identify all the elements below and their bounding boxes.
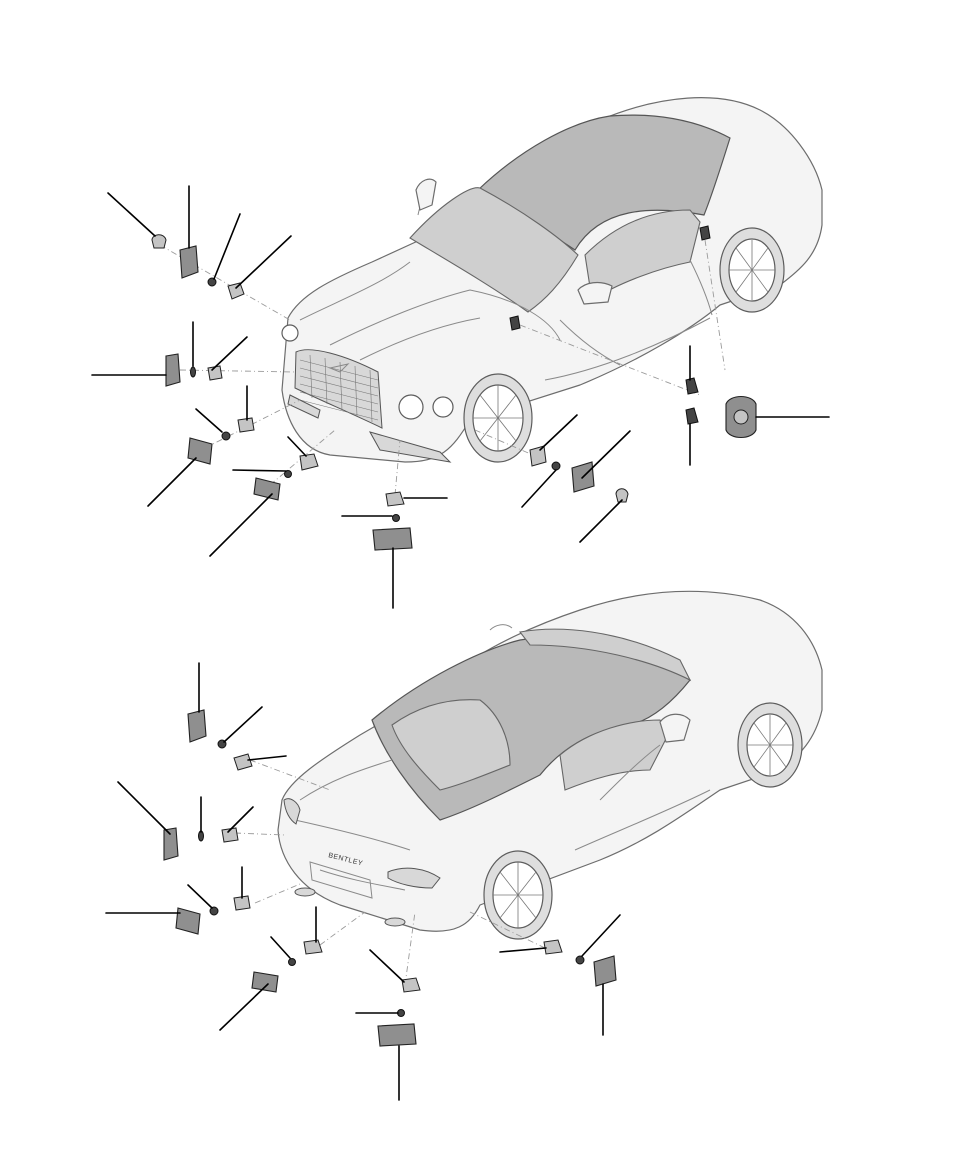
rear-leader-lines — [105, 662, 621, 1101]
front-soft-top — [477, 114, 731, 251]
front-parts — [151, 234, 757, 551]
front-car-view — [281, 97, 823, 463]
front-side-window — [584, 209, 701, 301]
rear-parts — [163, 709, 617, 1047]
front-grille — [294, 349, 383, 429]
rear-car-view: BENTLEY — [277, 590, 823, 940]
front-windshield — [409, 187, 579, 313]
parking-sensor-part — [151, 234, 167, 249]
front-leader-lines — [91, 185, 830, 609]
rear-window — [391, 699, 511, 791]
rear-guide-lines — [234, 759, 546, 986]
leader-line — [107, 192, 156, 237]
